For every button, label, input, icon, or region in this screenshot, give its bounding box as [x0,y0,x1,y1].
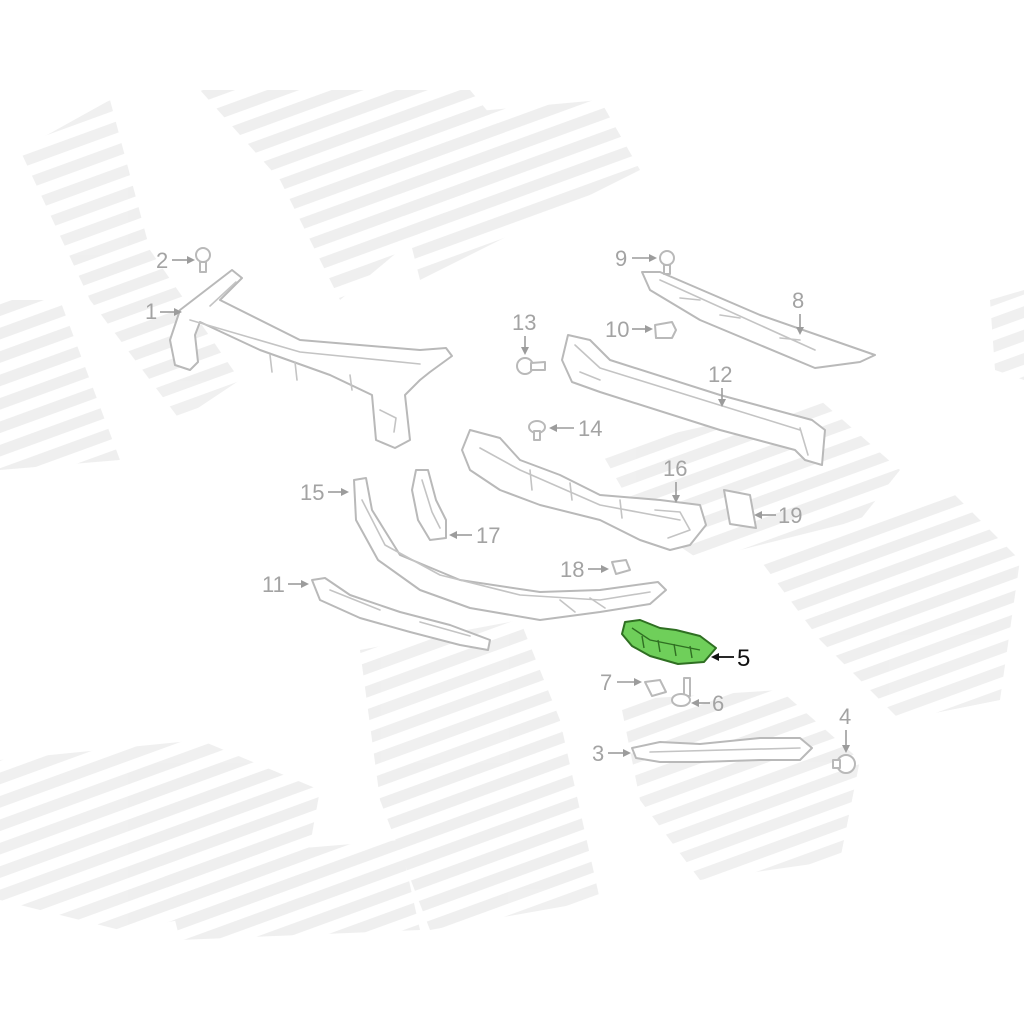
callout-label: 8 [792,288,804,313]
callout-label: 4 [839,704,851,729]
callout-10: 10 [605,317,653,342]
callout-label: 5 [737,645,750,672]
part-14-clip [528,420,546,441]
callout-label: 15 [300,480,324,505]
callout-label: 6 [712,691,724,716]
callout-label: 19 [778,503,802,528]
part-10-plug [654,321,677,339]
part-8-upper-bar [641,271,876,369]
callout-1: 1 [145,299,182,324]
part-3-lower-bracket [631,737,813,763]
callout-label: 12 [708,362,732,387]
callout-19: 19 [754,503,802,528]
part-17-bracket [411,469,447,541]
callout-6: 6 [691,691,724,716]
part-19-plate [723,489,757,529]
callout-label: 7 [600,670,612,695]
callout-13: 13 [512,310,536,355]
part-11-lower-trim [311,577,491,651]
callout-5[interactable]: 5 [711,645,750,672]
callout-7: 7 [600,670,642,695]
callout-11: 11 [262,572,309,597]
callout-12: 12 [708,362,732,407]
watermark-logo [0,90,1024,940]
callout-label: 18 [560,557,584,582]
part-15-lower-reinforcement [353,477,667,621]
callout-3: 3 [592,741,631,766]
part-6-bolt [671,677,691,707]
callout-label: 1 [145,299,157,324]
callout-4: 4 [839,704,851,753]
callout-label: 16 [663,456,687,481]
part-12-bumper-beam [561,334,826,466]
part-5-bracket-highlighted[interactable] [621,619,717,665]
callout-8: 8 [792,288,804,335]
callout-label: 2 [156,248,168,273]
callout-label: 9 [615,246,627,271]
part-18-clip [611,559,631,575]
callout-2: 2 [156,248,195,273]
callout-18: 18 [560,557,609,582]
part-16-absorber [461,429,707,551]
callout-label: 17 [476,523,500,548]
part-4-bolt [832,754,856,774]
callout-label: 10 [605,317,629,342]
part-2-bolt [195,247,211,273]
callout-label: 14 [578,416,602,441]
callout-label: 3 [592,741,604,766]
part-7-clip [644,679,667,697]
part-13-bolt [516,357,546,375]
callout-label: 13 [512,310,536,335]
callout-17: 17 [449,523,500,548]
callout-14: 14 [549,416,602,441]
callout-16: 16 [663,456,687,503]
part-1-upper-tie-bar [169,269,453,449]
callout-9: 9 [615,246,657,271]
callout-label: 11 [262,572,285,597]
part-9-bolt [659,250,675,275]
callout-15: 15 [300,480,349,505]
